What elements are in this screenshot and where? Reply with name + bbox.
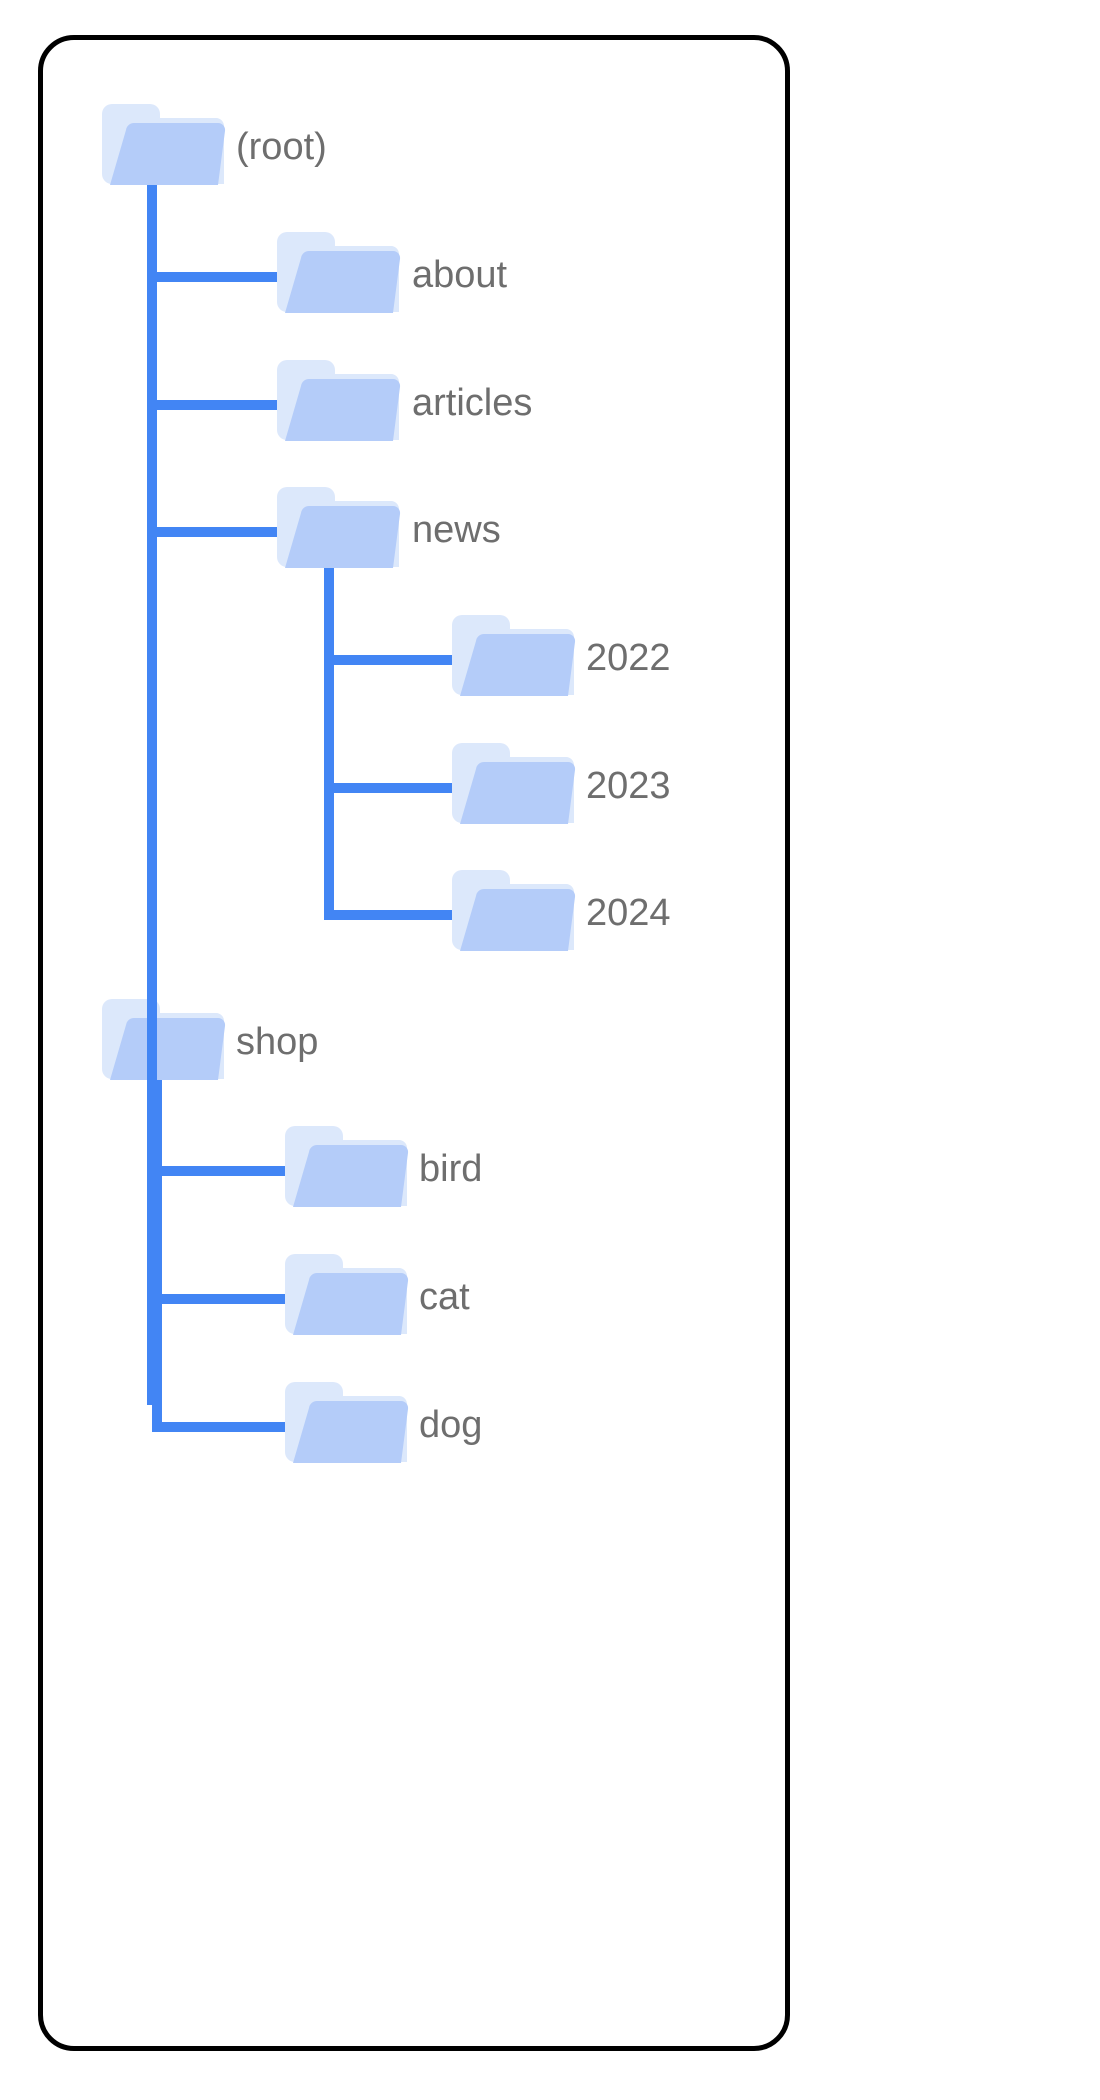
node-label-about: about <box>412 254 508 296</box>
node-label-news-2024: 2024 <box>586 892 671 934</box>
node-label-shop: shop <box>236 1021 318 1063</box>
tree-node-news-2024[interactable]: 2024 <box>452 870 671 951</box>
node-label-news-2022: 2022 <box>586 637 671 679</box>
node-label-news-2023: 2023 <box>586 765 671 807</box>
node-label-root: (root) <box>236 126 327 168</box>
tree-node-news-2023[interactable]: 2023 <box>452 743 671 824</box>
tree-node-bird[interactable]: bird <box>285 1126 482 1207</box>
tree-node-cat[interactable]: cat <box>285 1254 470 1335</box>
node-label-dog: dog <box>419 1404 482 1446</box>
tree-node-dog[interactable]: dog <box>285 1382 482 1463</box>
node-label-bird: bird <box>419 1148 482 1190</box>
tree-node-root[interactable]: (root) <box>102 104 327 185</box>
node-label-cat: cat <box>419 1276 470 1318</box>
tree-node-articles[interactable]: articles <box>277 360 532 441</box>
tree-node-about[interactable]: about <box>277 232 508 313</box>
tree-node-news[interactable]: news <box>277 487 501 568</box>
tree-node-news-2022[interactable]: 2022 <box>452 615 671 696</box>
node-label-articles: articles <box>412 382 532 424</box>
tree-node-shop[interactable]: shop <box>102 999 318 1080</box>
tree-nodes: (root) about articles news 2022 2023 2024 shop b… <box>102 104 671 1463</box>
node-label-news: news <box>412 509 501 551</box>
